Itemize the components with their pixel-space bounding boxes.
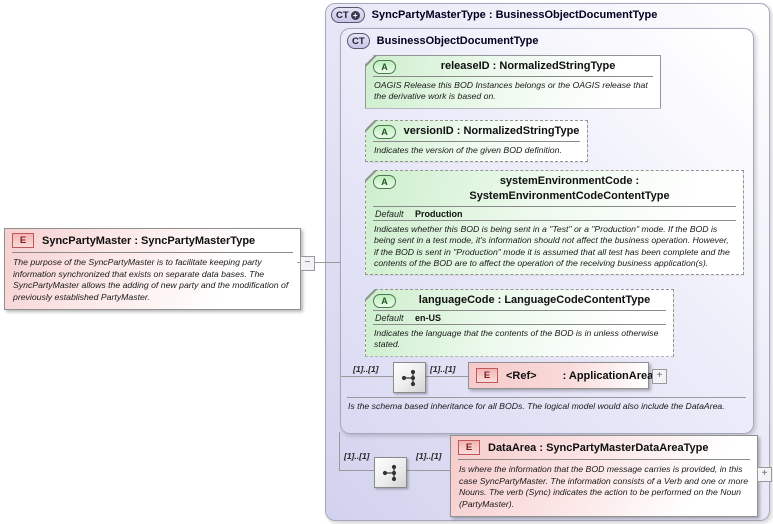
inner-panel-header: CT BusinessObjectDocumentType <box>347 33 538 49</box>
base-type-description: Is the schema based inheritance for all … <box>348 401 725 411</box>
element-box-applicationarea-ref[interactable]: E <Ref> : ApplicationArea <box>468 362 653 389</box>
default-value: en-US <box>415 313 442 323</box>
attribute-box-releaseid[interactable]: A releaseID : NormalizedStringType OAGIS… <box>365 55 661 109</box>
complex-type-badge-label: CT <box>352 35 365 47</box>
outer-panel-title: SyncPartyMasterType : BusinessObjectDocu… <box>371 9 658 21</box>
attribute-header: A languageCode : LanguageCodeContentType <box>366 290 673 310</box>
connector-line <box>339 470 375 471</box>
default-label: Default <box>375 313 404 323</box>
element-description: Is where the information that the BOD me… <box>459 464 749 509</box>
attribute-box-versionid[interactable]: A versionID : NormalizedStringType Indic… <box>365 120 588 163</box>
connector-line <box>425 376 468 377</box>
divider <box>347 397 746 398</box>
attribute-badge: A <box>373 175 396 189</box>
element-header: E SyncPartyMaster : SyncPartyMasterType <box>5 229 300 252</box>
sequence-icon[interactable] <box>374 457 407 488</box>
divider <box>373 206 736 207</box>
attribute-badge: A <box>373 60 396 74</box>
attribute-description: Indicates whether this BOD is being sent… <box>374 224 730 268</box>
expand-button[interactable]: + <box>652 369 667 384</box>
element-ref-type: : ApplicationArea <box>562 369 654 382</box>
connector-line <box>406 470 450 471</box>
expand-icon[interactable]: + <box>350 10 360 20</box>
attribute-title: systemEnvironmentCode : SystemEnvironmen… <box>469 175 670 202</box>
attribute-description: Indicates the language that the contents… <box>374 328 659 350</box>
element-badge: E <box>476 368 498 383</box>
element-header: E DataArea : SyncPartyMasterDataAreaType <box>451 436 757 459</box>
connector-line <box>341 376 393 377</box>
sequence-glyph <box>382 464 396 481</box>
inner-panel-title: BusinessObjectDocumentType <box>376 35 539 47</box>
element-title: DataArea : SyncPartyMasterDataAreaType <box>488 441 709 454</box>
complex-type-badge[interactable]: CT + <box>331 7 365 23</box>
divider <box>373 76 653 77</box>
element-description: The purpose of the SyncPartyMaster is to… <box>13 257 289 302</box>
element-ref-name: <Ref> <box>506 369 537 382</box>
complex-type-badge[interactable]: CT <box>347 33 370 49</box>
collapse-button[interactable]: − <box>300 256 315 271</box>
attribute-box-systemenvironmentcode[interactable]: A systemEnvironmentCode : SystemEnvironm… <box>365 170 744 276</box>
outer-panel-header: CT + SyncPartyMasterType : BusinessObjec… <box>331 7 657 23</box>
cardinality-label: [1]..[1] <box>430 364 456 374</box>
default-row: Default Production <box>366 207 743 220</box>
element-badge: E <box>458 440 480 455</box>
attribute-box-languagecode[interactable]: A languageCode : LanguageCodeContentType… <box>365 289 674 357</box>
cardinality-label: [1]..[1] <box>416 451 442 461</box>
divider <box>373 220 736 221</box>
connector-line <box>339 432 340 471</box>
divider <box>458 459 750 460</box>
attribute-header: A versionID : NormalizedStringType <box>366 121 587 141</box>
attribute-badge: A <box>373 125 396 139</box>
attribute-badge: A <box>373 294 396 308</box>
element-title: SyncPartyMaster : SyncPartyMasterType <box>42 234 256 247</box>
expand-button[interactable]: + <box>757 467 772 482</box>
attribute-header: A releaseID : NormalizedStringType <box>366 56 660 76</box>
complex-type-badge-label: CT <box>336 9 349 21</box>
attribute-title: versionID : NormalizedStringType <box>403 125 580 137</box>
divider <box>373 310 666 311</box>
attribute-description: OAGIS Release this BOD Instances belongs… <box>374 80 648 102</box>
attribute-title: releaseID : NormalizedStringType <box>440 60 616 72</box>
attribute-title: languageCode : LanguageCodeContentType <box>418 294 651 306</box>
attribute-header: A systemEnvironmentCode : SystemEnvironm… <box>366 171 743 206</box>
divider <box>12 252 293 253</box>
element-box-syncpartymaster[interactable]: E SyncPartyMaster : SyncPartyMasterType … <box>4 228 301 310</box>
element-badge: E <box>12 233 34 248</box>
default-value: Production <box>415 209 463 219</box>
sequence-icon[interactable] <box>393 362 426 393</box>
divider <box>373 141 580 142</box>
sequence-glyph <box>401 369 415 386</box>
element-box-dataarea[interactable]: E DataArea : SyncPartyMasterDataAreaType… <box>450 435 758 517</box>
divider <box>373 324 666 325</box>
connector-line <box>297 262 341 263</box>
default-label: Default <box>375 209 404 219</box>
default-row: Default en-US <box>366 311 673 324</box>
cardinality-label: [1]..[1] <box>353 364 379 374</box>
cardinality-label: [1]..[1] <box>344 451 370 461</box>
attribute-description: Indicates the version of the given BOD d… <box>374 145 562 155</box>
